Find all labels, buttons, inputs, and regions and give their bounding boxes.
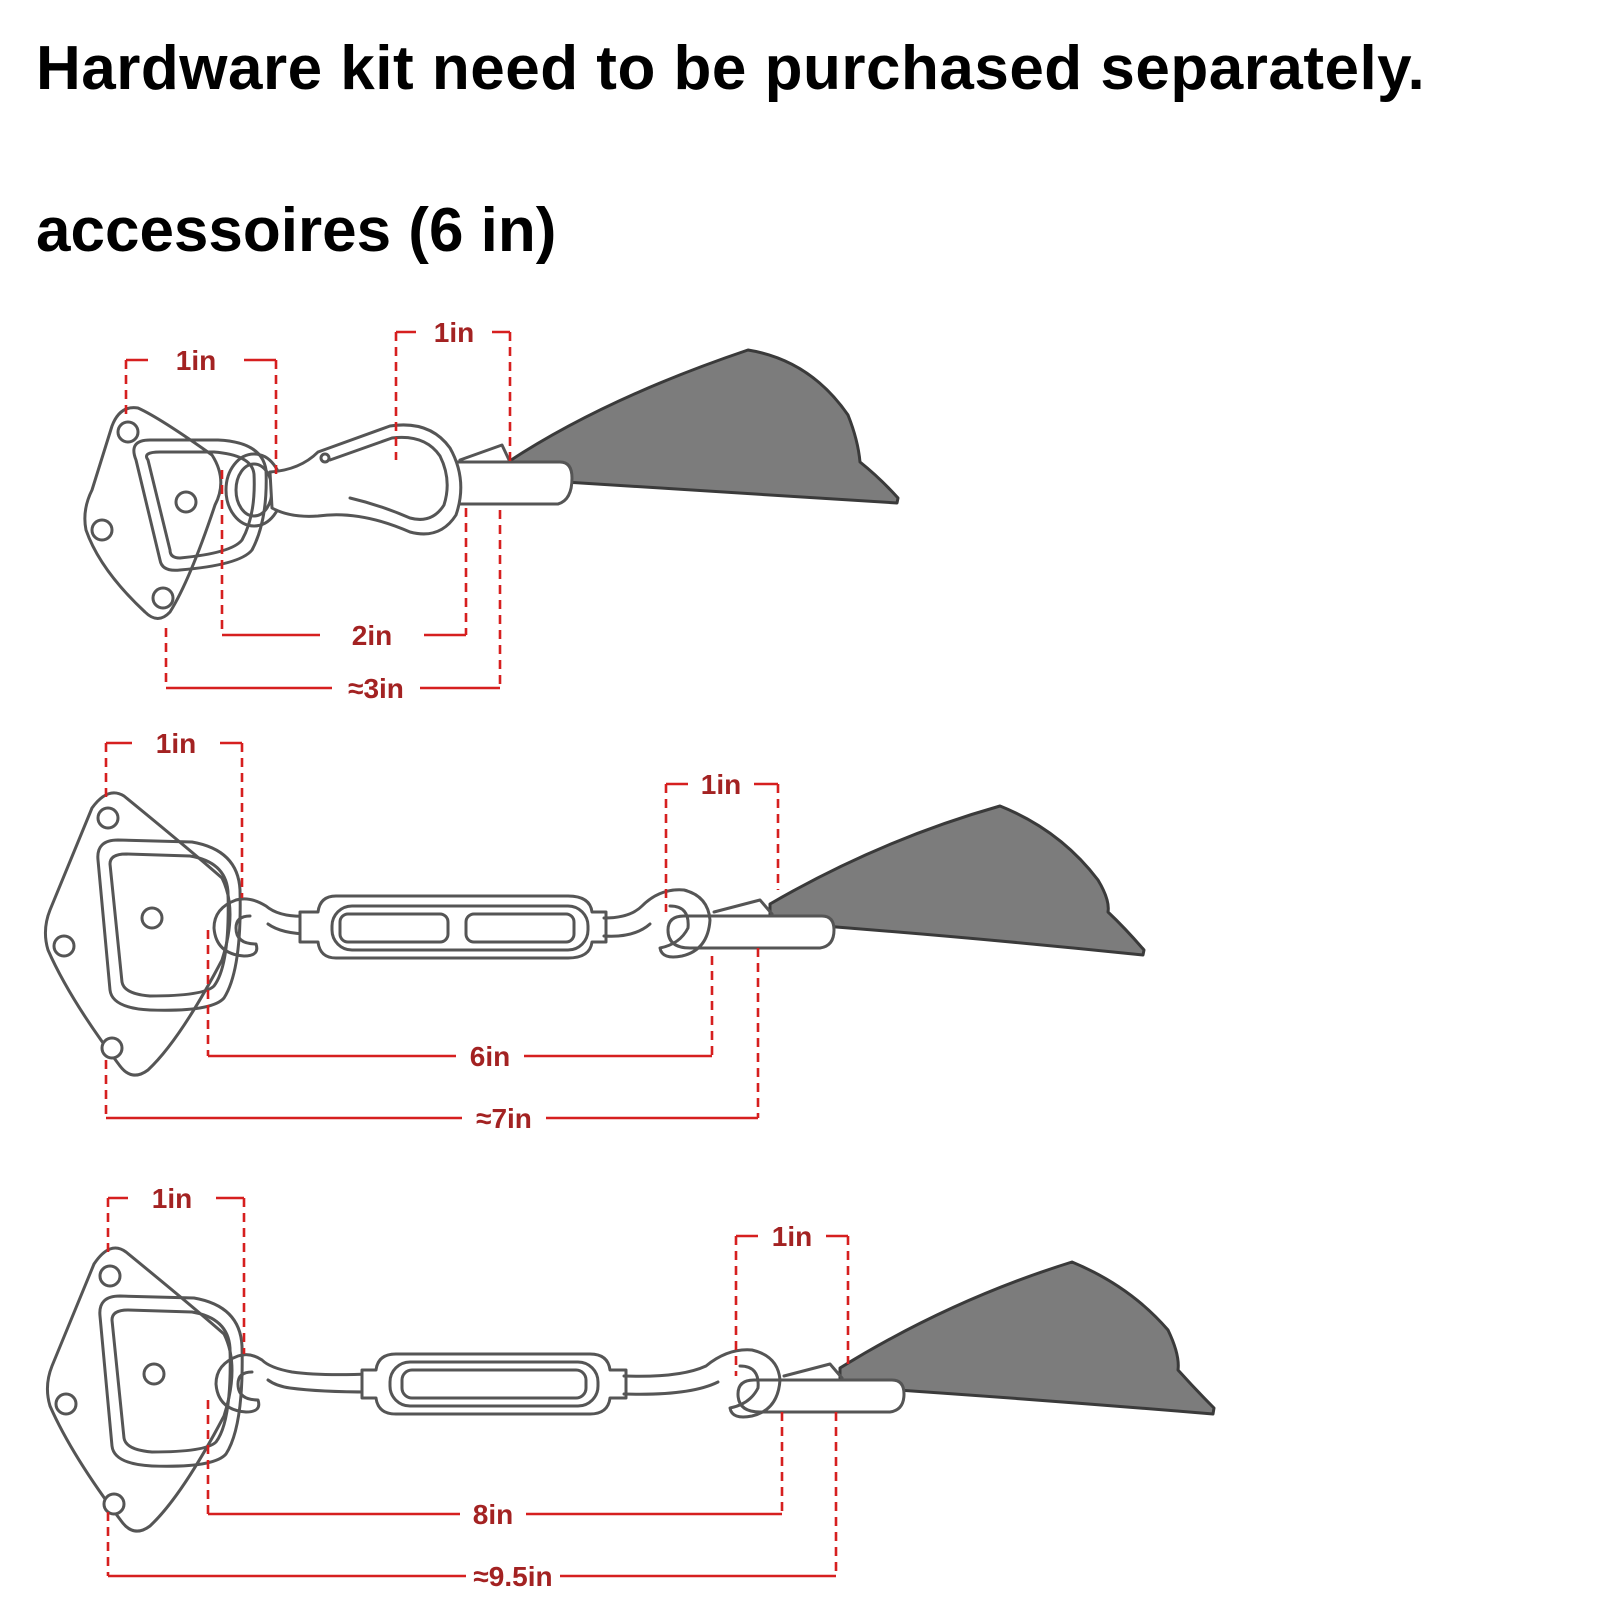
turnbuckle-slot	[338, 912, 450, 944]
dimension-label: 1in	[701, 769, 741, 800]
pad-eye-loop	[98, 1294, 244, 1468]
small-turnbuckle-assembly	[43, 791, 1146, 1077]
pad-eye-hole	[116, 420, 140, 444]
dimension-label: 6in	[470, 1041, 510, 1072]
dimension-label: 1in	[434, 317, 474, 348]
pad-eye-hole	[174, 490, 198, 514]
dimension-label: 8in	[473, 1499, 513, 1530]
turnbuckle-slot	[400, 1368, 588, 1400]
pad-eye-hole	[98, 1264, 122, 1288]
pad-eye-hole	[54, 1392, 78, 1416]
pad-eye-hole	[142, 1362, 166, 1386]
dimension-label: 1in	[772, 1221, 812, 1252]
dimension-label: 1in	[176, 345, 216, 376]
dimension-label: 1in	[152, 1183, 192, 1214]
large-turnbuckle-assembly	[45, 1246, 1216, 1533]
shade-sail-corner	[500, 348, 900, 505]
dimension-label: ≈9.5in	[473, 1561, 552, 1592]
turnbuckle-hook	[622, 1348, 782, 1419]
dimension-label: ≈3in	[348, 673, 404, 704]
turnbuckle-slot	[464, 912, 576, 944]
pad-eye-hole	[52, 934, 76, 958]
pad-eye-plate	[83, 406, 223, 620]
turnbuckle-hook	[602, 888, 712, 959]
pad-eye-loop	[96, 838, 242, 1012]
page-subtitle: accessoires (6 in)	[36, 196, 557, 265]
snap-hook	[268, 423, 463, 536]
pad-eye-hole	[100, 1036, 124, 1060]
sail-ring	[736, 1378, 906, 1414]
pad-eye-hole	[96, 806, 120, 830]
sail-ring	[666, 914, 836, 950]
pad-eye-hole	[151, 586, 175, 610]
pad-eye-plate	[45, 1246, 234, 1533]
dimension-label: ≈7in	[476, 1103, 532, 1134]
dimension-lines	[104, 330, 850, 1578]
dimension-labels: 1in 1in 2in ≈3in 1in 1in 6in ≈7in 1in 1i…	[152, 317, 812, 1592]
dimension-label: 2in	[352, 620, 392, 651]
pad-eye-loop	[132, 438, 268, 572]
snap-hook-assembly	[83, 348, 900, 620]
dimension-label: 1in	[156, 728, 196, 759]
pad-eye-hole	[140, 906, 164, 930]
shade-sail-corner	[838, 1260, 1216, 1416]
pad-eye-plate	[43, 791, 232, 1077]
turnbuckle-hook	[214, 1353, 372, 1414]
page-title: Hardware kit need to be purchased separa…	[36, 34, 1426, 103]
pad-eye-hole	[90, 518, 114, 542]
pad-eye-hole	[102, 1492, 126, 1516]
turnbuckle-hook	[212, 897, 312, 958]
shade-sail-corner	[768, 804, 1146, 957]
